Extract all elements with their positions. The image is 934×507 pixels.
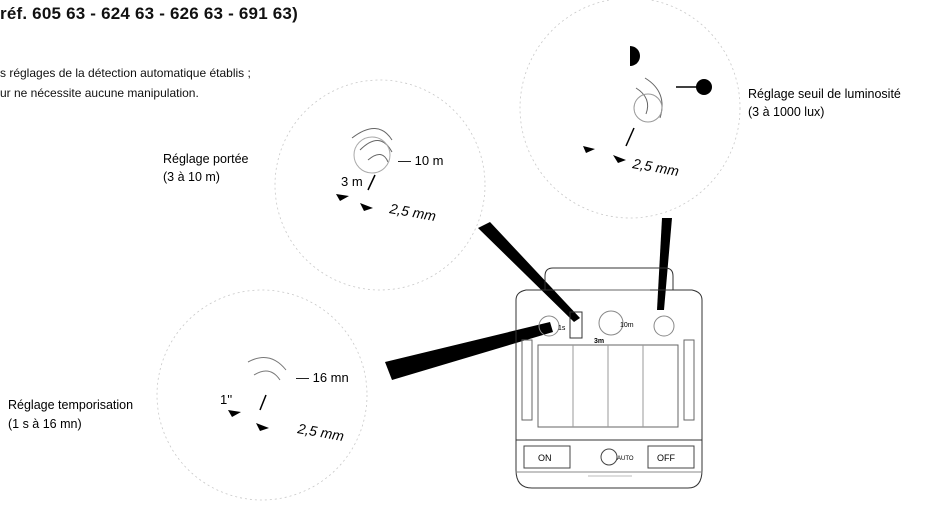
device-dial-center-label: 10m — [620, 322, 634, 329]
luminosity-dial — [633, 77, 663, 123]
guide-circles — [156, 0, 741, 501]
portee-mm: 2,5 mm — [387, 200, 437, 224]
device-switch-off: OFF — [657, 453, 675, 463]
device-dial-left-label: 1s — [558, 325, 566, 332]
tempo-mm: 2,5 mm — [295, 420, 345, 444]
tempo-pointer — [259, 394, 267, 411]
tempo-arrow-right — [256, 423, 269, 431]
tempo-min-value: 1'' — [220, 392, 232, 407]
luminosity-arrow-right — [613, 155, 626, 163]
luminosity-max-icon — [696, 79, 712, 95]
luminosity-min-icon — [630, 46, 640, 66]
tempo-max-value: — 16 mn — [296, 370, 349, 385]
detector-device — [515, 267, 703, 489]
luminosity-leader — [657, 218, 672, 310]
tempo-arrow-left — [228, 410, 241, 417]
page-header: réf. 605 63 - 624 63 - 626 63 - 691 63) — [0, 4, 298, 23]
device-switch-auto: AUTO — [617, 456, 634, 462]
tempo-leader — [385, 322, 553, 380]
portee-pointer — [367, 174, 376, 191]
portee-label-2: (3 à 10 m) — [163, 170, 220, 184]
luminosity-label-2: (3 à 1000 lux) — [748, 105, 824, 119]
luminosity-pointer — [625, 127, 635, 147]
intro-line-2: ur ne nécessite aucune manipulation. — [0, 86, 199, 100]
portee-arrow-right — [360, 203, 373, 211]
portee-label-1: Réglage portée — [163, 152, 249, 166]
intro-line-1: s réglages de la détection automatique é… — [0, 66, 251, 80]
tempo-label-1: Réglage temporisation — [8, 398, 133, 412]
portee-max-value: — 10 m — [398, 153, 444, 168]
luminosity-mm: 2,5 mm — [630, 155, 680, 179]
tempo-dial — [247, 357, 287, 381]
portee-dial — [351, 128, 393, 174]
luminosity-arrow-left — [583, 146, 595, 153]
tempo-label-2: (1 s à 16 mn) — [8, 417, 82, 431]
portee-arrow-left — [336, 194, 349, 201]
device-dial-center-sub-label: 3m — [594, 338, 604, 345]
luminosity-label-1: Réglage seuil de luminosité — [748, 87, 901, 101]
portee-min-value: 3 m — [341, 174, 363, 189]
device-switch-on: ON — [538, 453, 552, 463]
portee-leader — [478, 222, 580, 322]
